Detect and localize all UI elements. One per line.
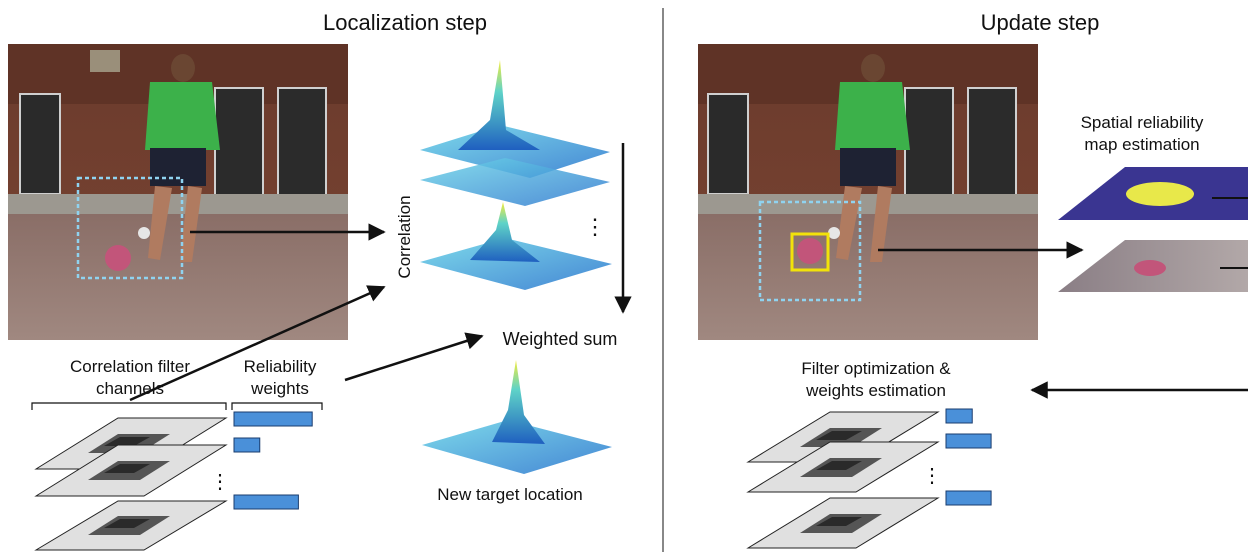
updated-weight-bar-2 (945, 433, 992, 449)
filter-channels-label-line2: channels (96, 379, 164, 398)
roi-dashed-box (76, 176, 184, 280)
arrow-filters-to-correlation (129, 285, 386, 402)
target-bounding-box (790, 232, 830, 272)
weighted-sum-label: Weighted sum (503, 329, 618, 349)
vertical-ellipsis-surfaces: ⋮ (584, 214, 606, 239)
vertical-ellipsis-updated-filters: ⋮ (922, 465, 942, 487)
correlation-response-surface-3 (420, 202, 612, 290)
localization-step-title: Localization step (323, 10, 487, 35)
spatial-reliability-map (1058, 167, 1248, 220)
reliability-weights-bracket (231, 402, 323, 410)
reliability-weight-bar-2 (233, 437, 261, 453)
right-video-frame (698, 44, 1038, 340)
reliability-weights-label-line2: weights (250, 379, 309, 398)
target-image-patch (1058, 240, 1248, 292)
updated-weight-bar-3 (945, 490, 992, 506)
filter-channels-label-line1: Correlation filter (70, 357, 190, 376)
reliability-weight-bar-1 (233, 411, 313, 427)
filter-optimization-label-line1: Filter optimization & (801, 359, 951, 378)
correlation-response-surface-1 (420, 60, 610, 178)
update-step-title: Update step (981, 10, 1100, 35)
weighted-sum-response-surface (422, 360, 612, 474)
updated-filter-sheet-2 (746, 441, 940, 493)
filter-optimization-label-line2: weights estimation (805, 381, 946, 400)
filter-channels-bracket (31, 402, 227, 410)
correlation-label: Correlation (395, 195, 414, 278)
correlation-response-surface-2 (420, 158, 610, 206)
vertical-ellipsis-filters: ⋮ (210, 471, 230, 493)
filter-channel-sheet-3 (34, 500, 228, 551)
spatial-reliability-label-line2: map estimation (1084, 135, 1199, 154)
left-video-frame (8, 44, 348, 340)
reliability-weight-bar-3 (233, 494, 299, 510)
reliability-weights-label-line1: Reliability (244, 357, 317, 376)
updated-filter-sheet-3 (746, 497, 940, 549)
filter-channel-sheet-2 (34, 444, 228, 497)
new-target-location-label: New target location (437, 485, 583, 504)
roi-dashed-box-right (758, 200, 862, 302)
spatial-reliability-label-line1: Spatial reliability (1081, 113, 1204, 132)
updated-weight-bar-1 (945, 408, 973, 424)
arrow-weights-to-weighted-sum (344, 332, 484, 382)
